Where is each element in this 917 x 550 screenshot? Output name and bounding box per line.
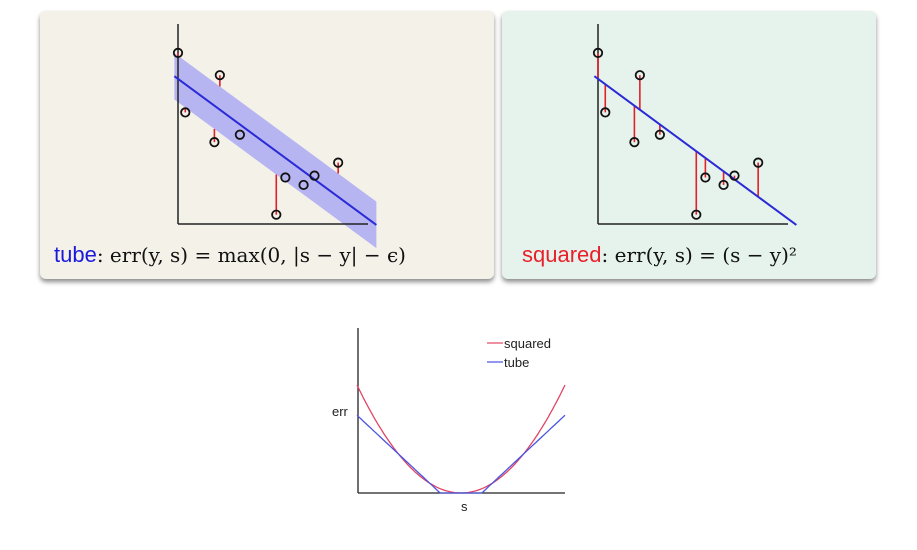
data-point <box>718 179 729 191</box>
squared-regression-panel: squared: err(y, s) = (s − y)² <box>502 11 876 279</box>
err-curves <box>356 384 566 494</box>
data-point <box>180 107 191 118</box>
regression-line <box>173 75 377 226</box>
data-point <box>753 157 764 168</box>
data-point <box>634 70 645 81</box>
legend-label-squared: squared <box>504 336 551 351</box>
legend-label-tube: tube <box>504 355 529 370</box>
data-point <box>654 129 665 140</box>
data-point <box>298 179 309 191</box>
data-point <box>209 137 220 148</box>
squared-regression-plot <box>592 24 797 226</box>
squared-caption-formula: : err(y, s) = (s − y)² <box>601 243 797 267</box>
squared-caption: squared: err(y, s) = (s − y)² <box>522 242 797 268</box>
tube-caption: tube: err(y, s) = max(0, |s − y| − ϵ) <box>54 242 406 268</box>
tube-caption-formula: : err(y, s) = max(0, |s − y| − ϵ) <box>96 243 406 267</box>
series-tube-line <box>356 414 566 494</box>
data-point <box>691 209 702 220</box>
data-point <box>280 172 291 183</box>
series-squared-line <box>356 384 566 494</box>
data-point <box>214 70 225 81</box>
data-point <box>234 129 245 140</box>
tube-caption-name: tube <box>54 242 97 267</box>
tube-regression-plot <box>172 24 377 249</box>
data-point <box>629 137 640 148</box>
squared-caption-name: squared <box>522 242 602 267</box>
tube-regression-panel: tube: err(y, s) = max(0, |s − y| − ϵ) <box>40 11 494 279</box>
data-point <box>172 47 184 58</box>
data-point <box>600 107 611 118</box>
data-point <box>729 170 740 181</box>
data-point <box>333 157 344 168</box>
data-point <box>700 172 711 183</box>
data-point <box>592 47 604 58</box>
err-xlabel: s <box>461 499 468 514</box>
regression-line <box>593 75 797 226</box>
data-point <box>271 209 282 220</box>
data-point <box>309 170 320 181</box>
err-ylabel: err <box>332 404 349 419</box>
